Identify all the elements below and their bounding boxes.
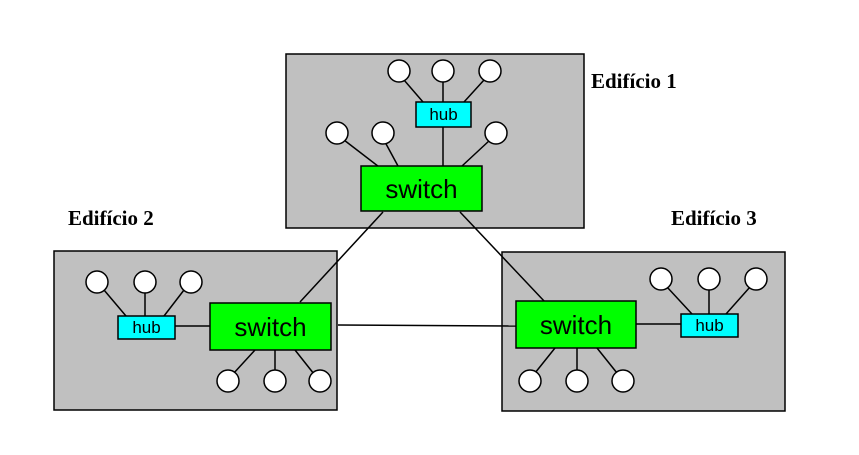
host-circle-icon xyxy=(611,369,635,393)
switch-box xyxy=(515,300,637,349)
wire xyxy=(463,79,485,103)
link-switch1-switch2 xyxy=(299,211,384,303)
switch-box xyxy=(360,165,483,212)
host-circle-icon xyxy=(325,121,349,145)
host-circle-icon xyxy=(484,121,508,145)
link-switch2-switch3 xyxy=(337,324,517,327)
host-circle-icon xyxy=(133,270,157,294)
building-1: hub switch xyxy=(325,59,508,212)
host-circle-icon xyxy=(371,121,395,145)
wire xyxy=(103,289,127,317)
wire xyxy=(725,286,751,315)
host-circle-icon xyxy=(697,267,721,291)
building-3-label: Edifício 3 xyxy=(671,206,757,230)
building-3: hub switch xyxy=(515,267,768,393)
wire xyxy=(384,141,399,167)
host-circle-icon xyxy=(308,369,332,393)
hub-label: hub xyxy=(132,318,160,337)
building-1-label: Edifício 1 xyxy=(591,69,677,93)
building-2-label: Edifício 2 xyxy=(68,206,154,230)
hub-label: hub xyxy=(429,105,457,124)
switch-label: switch xyxy=(234,312,306,342)
wire xyxy=(461,139,491,167)
host-circle-icon xyxy=(744,267,768,291)
host-circle-icon xyxy=(565,369,589,393)
wire xyxy=(232,349,256,375)
wire xyxy=(294,349,315,375)
host-circle-icon xyxy=(216,369,240,393)
wire xyxy=(534,347,556,374)
host-circle-icon xyxy=(387,59,411,83)
wire xyxy=(596,347,618,374)
wire xyxy=(163,289,185,317)
wire xyxy=(666,286,693,315)
switch-label: switch xyxy=(385,174,457,204)
host-circle-icon xyxy=(518,369,542,393)
host-circle-icon xyxy=(263,369,287,393)
wire xyxy=(343,139,384,171)
host-circle-icon xyxy=(478,59,502,83)
switch-label: switch xyxy=(540,310,612,340)
hub-box xyxy=(415,101,472,128)
host-circle-icon xyxy=(431,59,455,83)
switch-box xyxy=(209,302,332,351)
building-2: hub switch xyxy=(85,270,332,393)
hub-box xyxy=(680,313,739,338)
host-circle-icon xyxy=(85,270,109,294)
host-circle-icon xyxy=(649,267,673,291)
hub-label: hub xyxy=(695,316,723,335)
link-switch1-switch3 xyxy=(459,211,546,303)
host-circle-icon xyxy=(179,270,203,294)
wire xyxy=(403,79,424,103)
hub-box xyxy=(117,315,176,340)
